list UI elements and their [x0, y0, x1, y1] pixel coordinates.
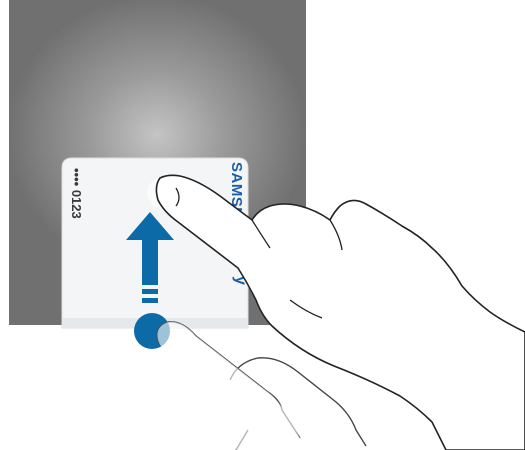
- lower-hand-fill: [157, 322, 300, 450]
- card-number: •••• 0123: [69, 168, 84, 219]
- arrow-dash-2: [142, 298, 158, 303]
- arrow-dash-1: [142, 289, 158, 294]
- arrow-shaft: [142, 239, 158, 285]
